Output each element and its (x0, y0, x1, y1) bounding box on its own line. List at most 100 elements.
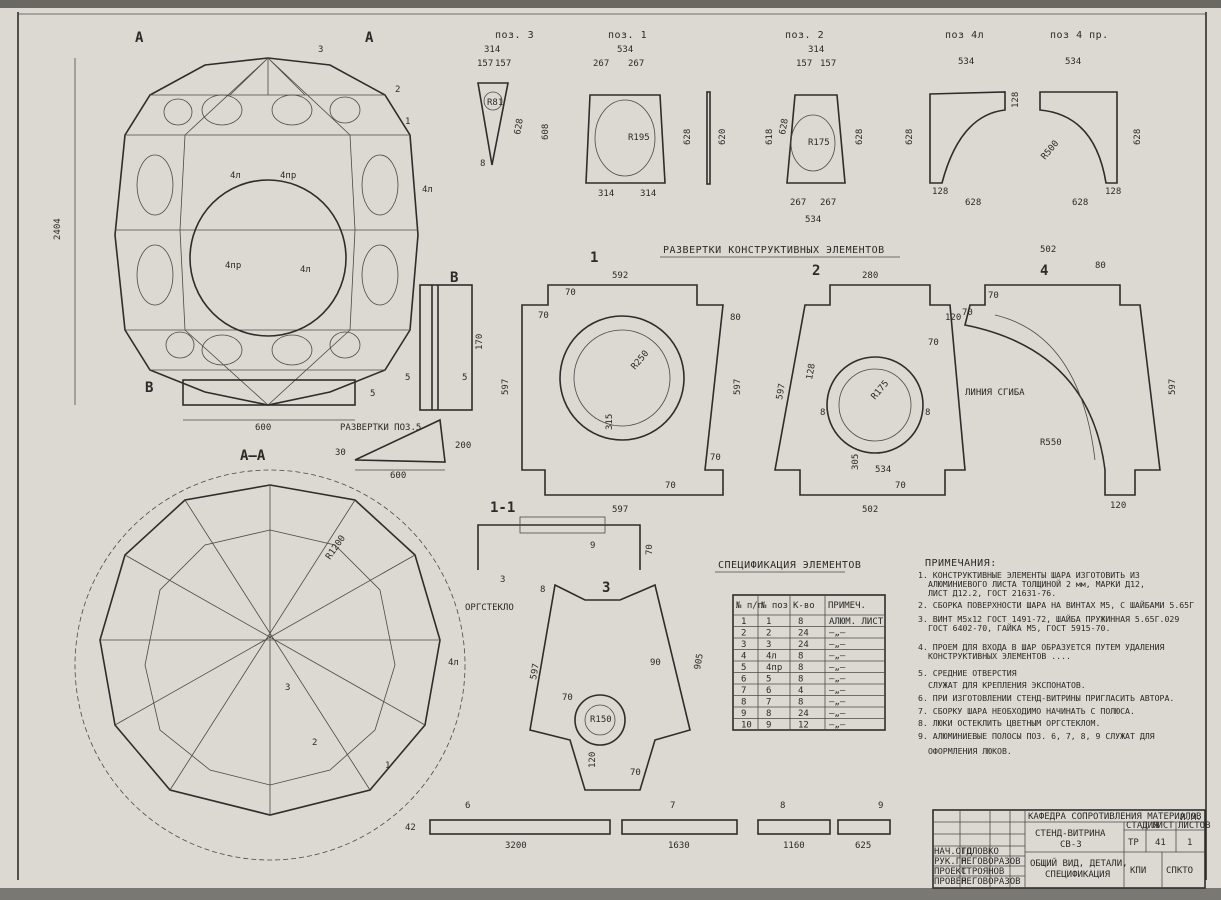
pos4pr-dim: 628 (1072, 198, 1088, 208)
sheets-value: 1 (1187, 838, 1192, 848)
pos4l-dim: 628 (965, 198, 981, 208)
drawing-code: СВ-3 (1060, 840, 1082, 850)
spec-cell: –„– (829, 709, 846, 719)
stage-label: СТАДИЯ (1126, 821, 1159, 831)
d2-radius: R175 (870, 379, 892, 402)
pos4l-dim: 128 (932, 187, 948, 197)
leader-label: 3 (285, 683, 290, 693)
spec-cell: 8 (798, 663, 803, 673)
pos1-dim: 267 (593, 59, 609, 69)
radius-label: R1200 (324, 534, 348, 562)
pos1-dim: 534 (617, 45, 633, 55)
d2-dim: 70 (928, 338, 939, 348)
stage-value: ТР (1128, 838, 1139, 848)
pos2-dim: 628 (855, 129, 865, 145)
spec-cell: –„– (829, 640, 846, 650)
pos2-dim: 157 (820, 59, 836, 69)
part-pos4pr: поз 4 пр. 534 628 128 628 R500 (1039, 30, 1143, 208)
sheet-value: 41 (1155, 838, 1166, 848)
part-pos1: поз. 1 534 267 267 628 620 314 314 R195 (585, 30, 728, 199)
spec-cell: 4 (798, 686, 803, 696)
strip-dim: 625 (855, 841, 871, 851)
development-4: 4 502 80 70 70 597 120 ЛИНИЯ СГИБА R550 (962, 245, 1178, 511)
d2-dim: 120 (945, 313, 961, 323)
leader-label: 4л (300, 265, 311, 275)
view-arrow-b: B (145, 380, 153, 396)
d3-dim: 8 (540, 585, 545, 595)
developments-title: РАЗВЕРТКИ КОНСТРУКТИВНЫХ ЭЛЕМЕНТОВ (663, 245, 885, 256)
d3-dim: 90 (650, 658, 661, 668)
person: СТРОЯНОВ (961, 867, 1004, 877)
pos4l-dim: 628 (905, 129, 915, 145)
spec-cell: 7 (741, 686, 746, 696)
pos4l-dim: 128 (1011, 92, 1021, 108)
pos2-dim: 534 (805, 215, 821, 225)
strip-dim: 1630 (668, 841, 690, 851)
pos5-dim: 30 (335, 448, 346, 458)
pos1-dim: 267 (628, 59, 644, 69)
leader-label: 4пр (280, 171, 296, 181)
drawing-description: ОБЩИЙ ВИД, ДЕТАЛИ, (1030, 857, 1128, 869)
leader-label: 1 (405, 117, 410, 127)
spec-cell: –„– (829, 698, 846, 708)
d1-dim: 315 (605, 414, 615, 430)
leader-label: 1 (385, 761, 390, 771)
note-line: КОНСТРУКТИВНЫХ ЭЛЕМЕНТОВ .... (928, 651, 1071, 661)
section-aa-title: A–A (240, 448, 266, 464)
d1-label: 1 (590, 250, 598, 266)
note-line: 6. ПРИ ИЗГОТОВЛЕНИИ СТЕНД-ВИТРИНЫ ПРИГЛА… (918, 693, 1174, 703)
d1-radius: R250 (630, 349, 652, 372)
pos5-dim: 200 (455, 441, 471, 451)
d1-dim: 70 (665, 481, 676, 491)
d2-dim: 534 (875, 465, 891, 475)
d4-label: 4 (1040, 263, 1048, 279)
sheets-label: ЛИСТОВ (1178, 821, 1211, 831)
d4-dim: 502 (1040, 245, 1056, 255)
spec-cell: –„– (829, 721, 846, 731)
spec-cell: –„– (829, 686, 846, 696)
development-3: 3 597 905 90 70 120 70 8 R150 (529, 580, 706, 791)
d4-dim: 120 (1110, 501, 1126, 511)
section-arrow-a-right: A (365, 30, 374, 46)
d4-dim: 70 (988, 291, 999, 301)
spec-cell: 3 (766, 640, 771, 650)
spec-cell: 8 (798, 698, 803, 708)
d2-dim: 280 (862, 271, 878, 281)
strip-label: 9 (878, 801, 883, 811)
note-line: 5. СРЕДНИЕ ОТВЕРСТИЯ (918, 668, 1017, 678)
pos5-title: РАЗВЕРТКИ ПОЗ.5 (340, 423, 421, 433)
spec-cell: 3 (741, 640, 746, 650)
spec-cell: 24 (798, 629, 809, 639)
pos4pr-radius: R500 (1040, 139, 1062, 162)
pos4pr-title: поз 4 пр. (1050, 30, 1109, 41)
strip-label: 8 (780, 801, 785, 811)
d3-radius: R150 (590, 715, 612, 725)
d2-dim: 128 (805, 363, 818, 381)
drawing-name: СТЕНД-ВИТРИНА (1035, 829, 1106, 839)
profile-dim: 170 (475, 334, 485, 350)
role: НАЧ.ОТД (934, 847, 973, 857)
note-line: 9. АЛЮМИНИЕВЫЕ ПОЛОСЫ ПОЗ. 6, 7, 8, 9 СЛ… (918, 731, 1155, 741)
person: ГОЛОВКО (961, 847, 999, 857)
view-b-profile: B 170 5 5 (405, 270, 485, 411)
d4-dim: 597 (1168, 379, 1178, 395)
pos3-radius: R81 (487, 98, 503, 108)
pos3-dim: 157 (477, 59, 493, 69)
section-11-title: 1-1 (490, 500, 515, 516)
d1-dim: 597 (501, 379, 511, 395)
spec-cell: 2 (741, 629, 746, 639)
designer-mark: И.М. (1180, 813, 1202, 823)
part-pos4l: поз 4л 534 628 128 128 628 (905, 30, 1021, 208)
pos1-dim: 628 (683, 129, 693, 145)
d1-dim: 70 (710, 453, 721, 463)
pos1-dim: 314 (598, 189, 614, 199)
spec-cell: 5 (766, 675, 771, 685)
spec-cell: –„– (829, 663, 846, 673)
note-line: АЛЮМИНИЕВОГО ЛИСТА ТОЛЩИНОЙ 2 мм, МАРКИ … (928, 578, 1145, 589)
pos2-radius: R175 (808, 138, 830, 148)
section-arrow-a-left: A (135, 30, 144, 46)
pos2-dim: 267 (790, 198, 806, 208)
pos4pr-dim: 628 (1133, 129, 1143, 145)
